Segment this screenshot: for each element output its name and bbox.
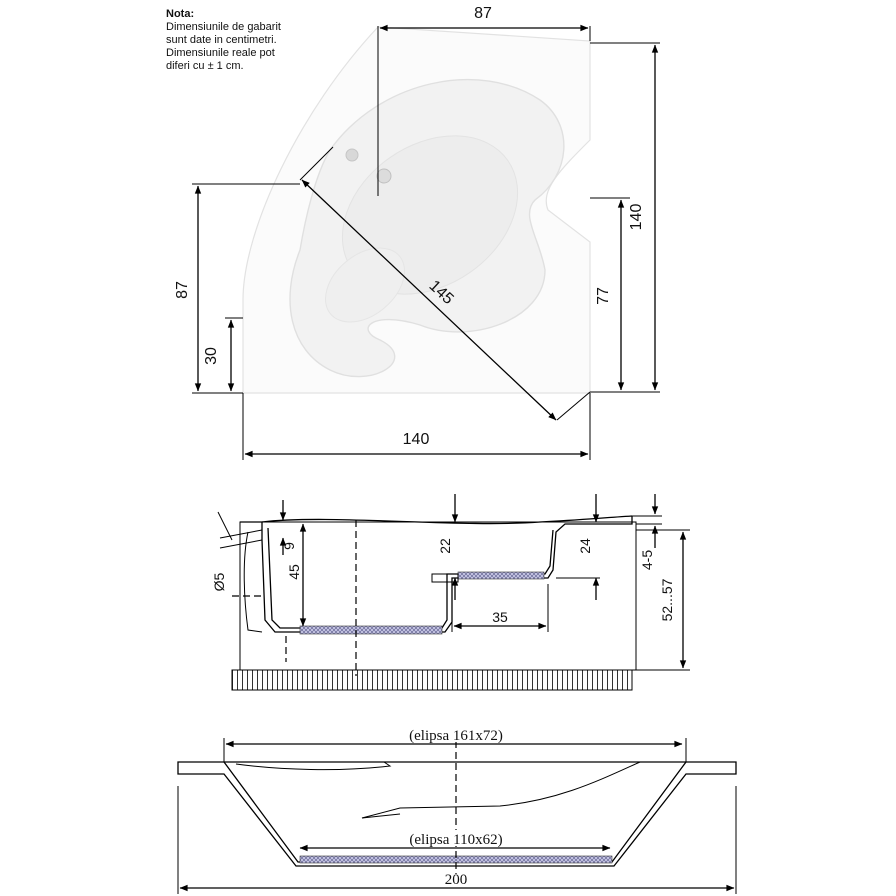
- leader-line: [219, 529, 263, 539]
- side-view: 9 45 22 24 35 4-5: [211, 494, 690, 691]
- ellipse-bottom-label: (elipsa 110x62): [409, 832, 502, 848]
- dim-left-label: 87: [174, 281, 191, 299]
- tub-section-inner: [267, 527, 554, 629]
- dim-22-label: 22: [437, 538, 453, 554]
- note-line-3: Dimensiunile reale pot: [166, 47, 275, 59]
- ext-line: [299, 146, 334, 181]
- width-label: 200: [445, 872, 468, 888]
- drain-icon: [376, 168, 392, 184]
- ellipse-top-label: (elipsa 161x72): [409, 728, 503, 744]
- dim-45-label: 45: [286, 564, 302, 580]
- dim-24-label: 24: [577, 538, 593, 554]
- note-title: Nota:: [166, 8, 195, 20]
- dim-line-diagonal: [301, 179, 557, 421]
- note-block: Nota: Dimensiunile de gabarit sunt date …: [166, 8, 356, 73]
- note-line-1: Dimensiunile de gabarit: [166, 21, 281, 33]
- label-bg: [392, 726, 522, 742]
- leader-line: [219, 539, 263, 549]
- dim-left-small-label: 30: [203, 347, 220, 365]
- note-line-4: diferi cu ± 1 cm.: [166, 60, 244, 72]
- dim-bottom-label: 140: [403, 431, 430, 448]
- ext-line: [556, 391, 591, 421]
- seat-edge: [361, 813, 401, 819]
- note-line-2: sunt date in centimetri.: [166, 34, 277, 46]
- dim-45-rim-label: 4-5: [639, 550, 655, 570]
- dim-right-inner-label: 77: [595, 287, 612, 305]
- dim-top-label: 87: [474, 5, 492, 22]
- front-view: (elipsa 161x72) (elipsa 110x62) 200: [177, 726, 737, 894]
- dim-35-label: 35: [492, 609, 508, 625]
- drain-pipe: [243, 531, 263, 633]
- dim-height-label: 52...57: [659, 578, 675, 621]
- label-bg: [392, 830, 522, 846]
- seat-mesh: [457, 571, 545, 580]
- tub-front-outline: [177, 761, 737, 867]
- seat-contour: [235, 761, 392, 771]
- leader-line: [217, 511, 233, 541]
- overflow-icon: [345, 148, 359, 162]
- floor-hatch: [231, 669, 633, 691]
- seat-slope: [361, 761, 641, 819]
- floor-mesh: [299, 625, 443, 635]
- dim-9-label: 9: [281, 542, 297, 550]
- dim-right-outer-label: 140: [628, 204, 645, 231]
- top-view: 87 140 77 87 30 145: [174, 5, 660, 460]
- dim-drain-label: Ø5: [211, 572, 227, 591]
